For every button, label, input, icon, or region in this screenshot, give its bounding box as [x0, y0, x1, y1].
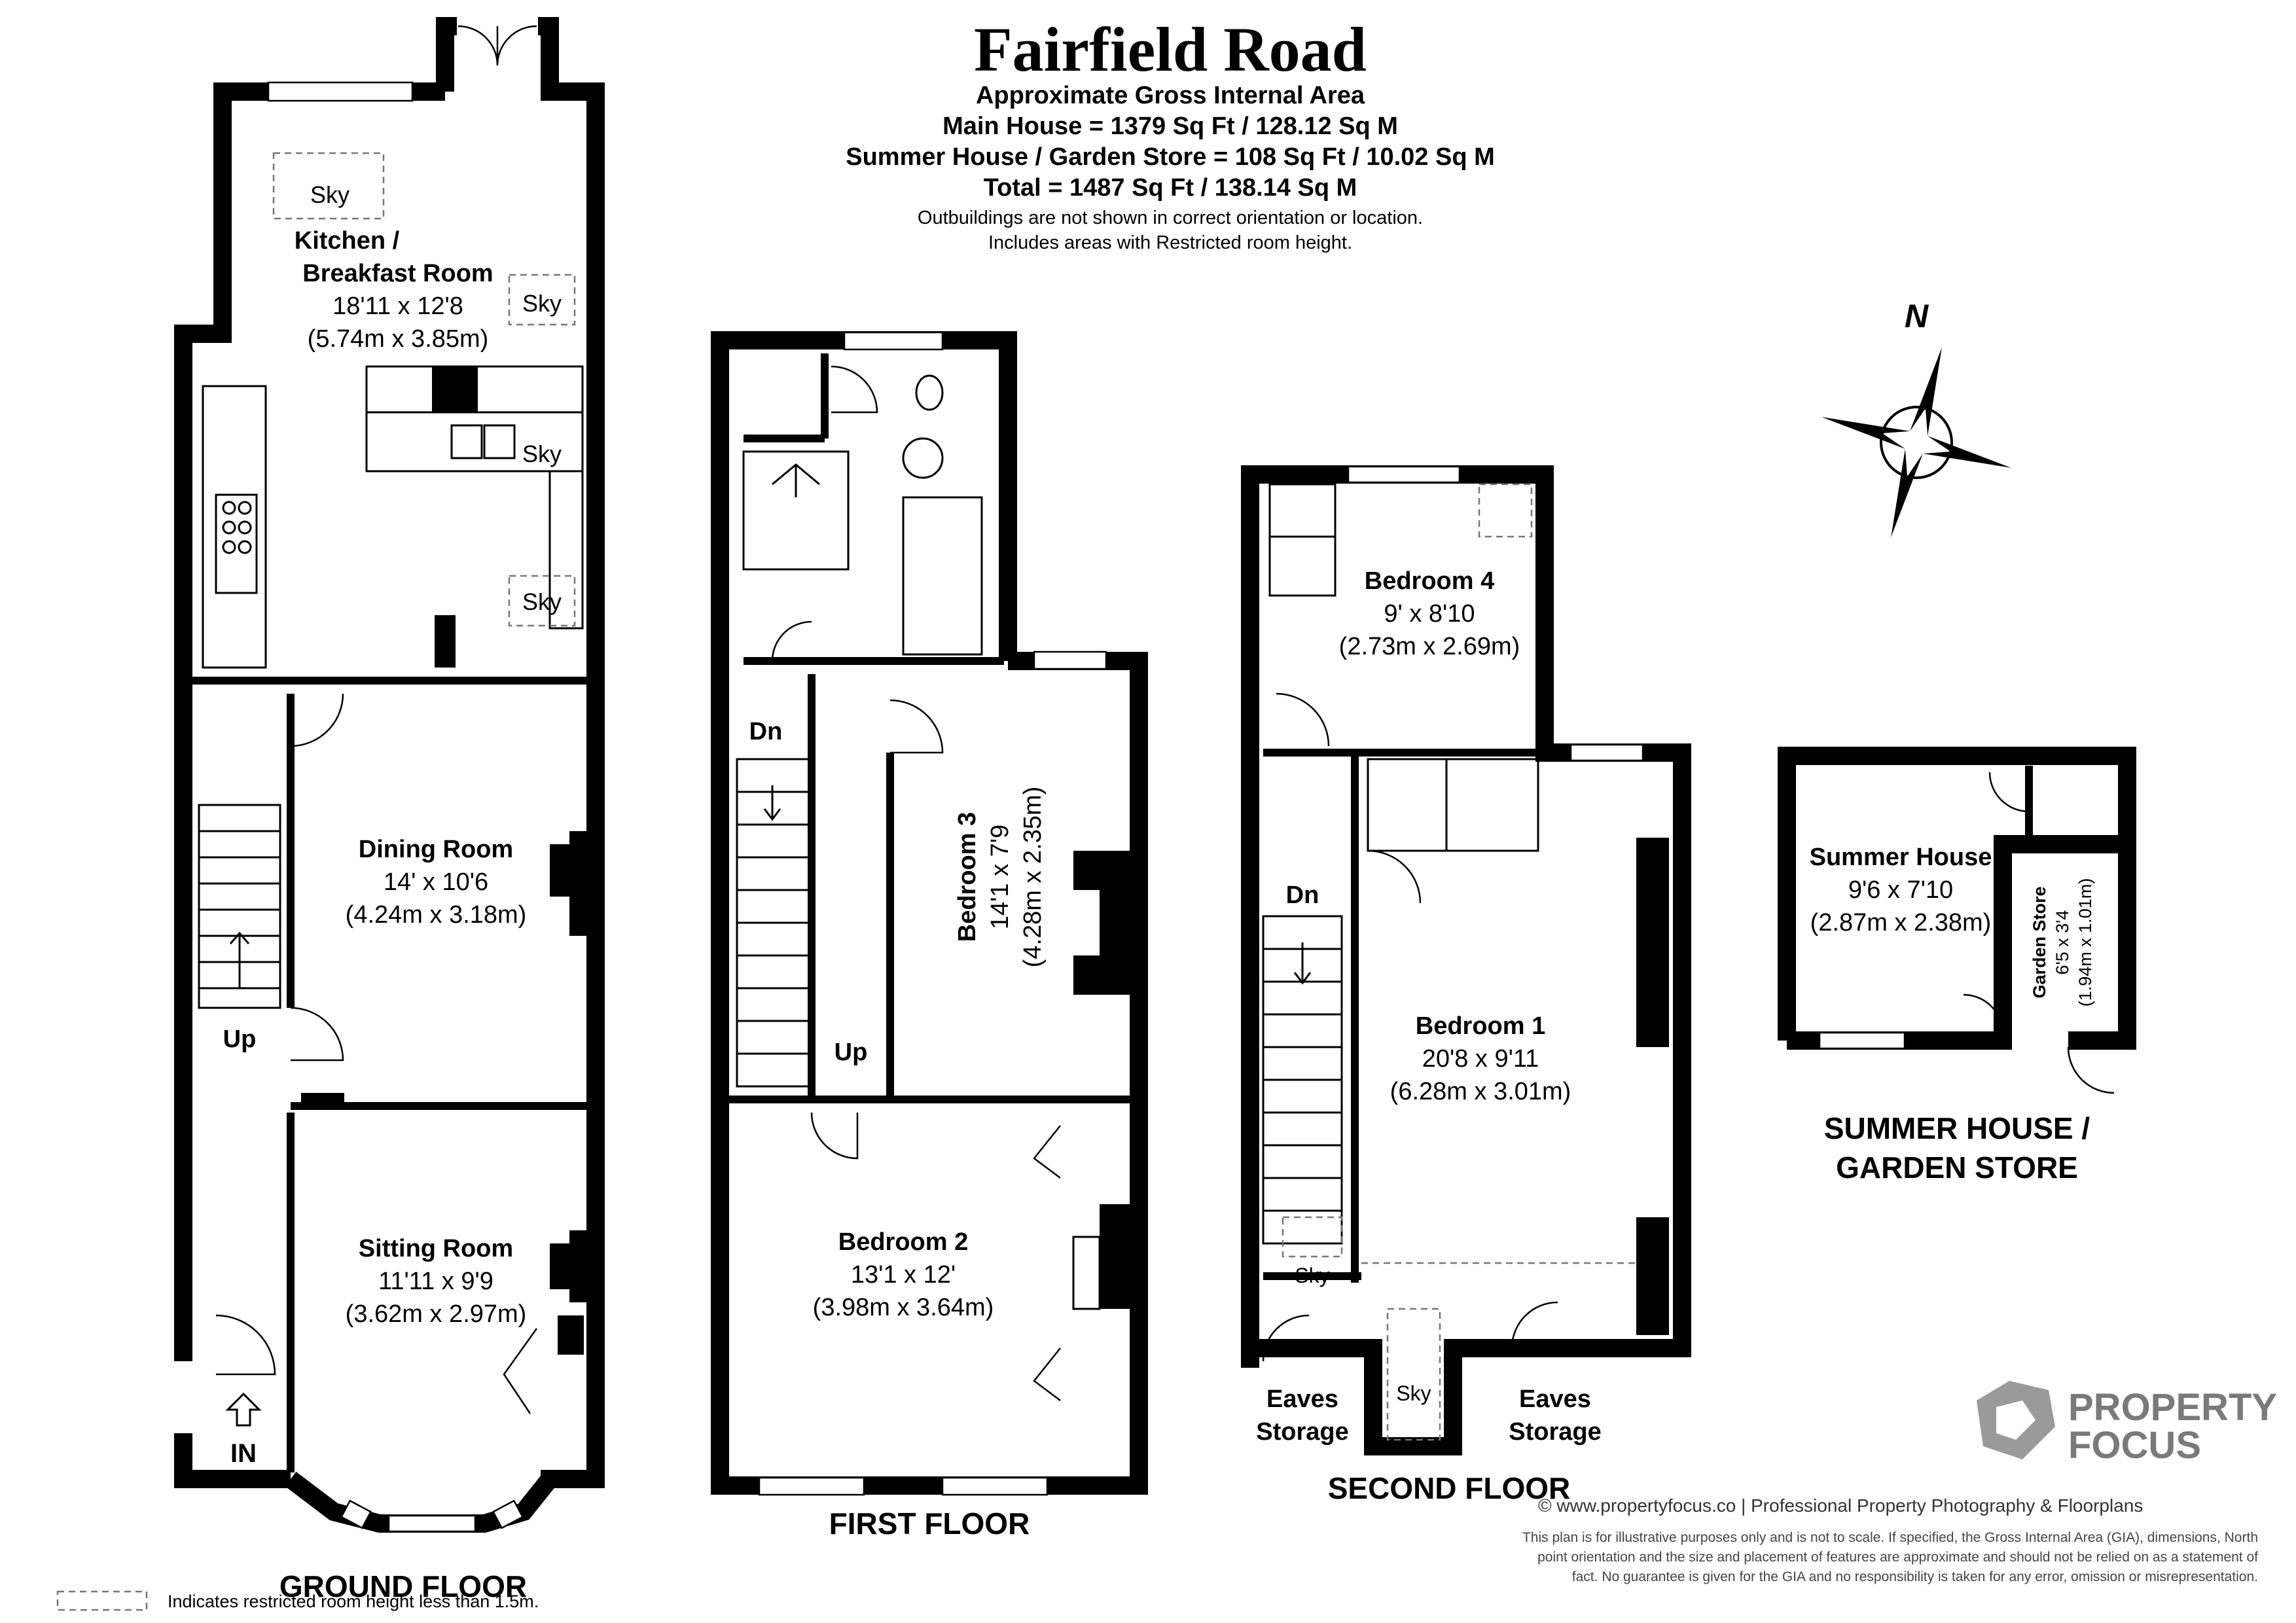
- first-floor-title: FIRST FLOOR: [829, 1507, 1030, 1541]
- eaves-storage-right-line2: Storage: [1509, 1418, 1601, 1446]
- legend: Indicates restricted room height less th…: [56, 1590, 539, 1611]
- sitting-room-metric: (3.62m x 2.97m): [346, 1300, 527, 1328]
- eaves-storage-right-line1: Eaves: [1519, 1385, 1591, 1413]
- ground-staircase: [198, 804, 281, 1009]
- hob-icon: [215, 493, 258, 594]
- second-skylight-label-2: Sky: [1396, 1382, 1431, 1405]
- bedroom3-name: Bedroom 3: [954, 812, 981, 942]
- page-title: Fairfield Road: [974, 14, 1367, 84]
- first-staircase: [736, 758, 810, 1088]
- kitchen-skylight-label-2: Sky: [522, 290, 562, 317]
- bedroom1-imperial: 20'8 x 9'11: [1422, 1045, 1539, 1073]
- bedroom2-imperial: 13'1 x 12': [851, 1261, 956, 1289]
- brand-name-line2: FOCUS: [2068, 1424, 2201, 1467]
- kitchen-skylight-label-1: Sky: [310, 181, 350, 208]
- bedroom3-imperial: 14'1 x 7'9: [986, 825, 1014, 929]
- sink-icon: [450, 424, 516, 459]
- garden-store-metric: (1.94m x 1.01m): [2075, 878, 2095, 1007]
- summer-house-plan: Summer House 9'6 x 7'10 (2.87m x 2.38m) …: [1778, 747, 2136, 1185]
- first-down-label: Dn: [749, 718, 783, 745]
- brand-name-line1: PROPERTY: [2068, 1386, 2277, 1429]
- dining-room-name: Dining Room: [359, 836, 513, 863]
- kitchen-skylight-label-3: Sky: [522, 440, 562, 467]
- bedroom3-metric: (4.28m x 2.35m): [1019, 787, 1047, 968]
- eaves-storage-left-line1: Eaves: [1266, 1385, 1338, 1413]
- eaves-storage-left-line2: Storage: [1256, 1418, 1348, 1446]
- dining-room-metric: (4.24m x 3.18m): [346, 901, 527, 929]
- disclaimer-line2: point orientation and the size and place…: [1537, 1550, 2258, 1565]
- disclaimer-line3: fact. No guarantee is given for the GIA …: [1572, 1569, 2258, 1584]
- summer-house-title-line2: GARDEN STORE: [1836, 1150, 2078, 1185]
- first-floor-plan: Dn Up Bedroom 3 14'1 x 7'9 (4.28m x 2.35…: [711, 331, 1148, 1541]
- second-floor-title: SECOND FLOOR: [1328, 1471, 1571, 1505]
- ground-up-label: Up: [223, 1026, 257, 1053]
- kitchen-metric: (5.74m x 3.85m): [308, 325, 489, 353]
- bedroom1-metric: (6.28m x 3.01m): [1390, 1078, 1571, 1105]
- header: Fairfield Road Approximate Gross Interna…: [846, 14, 1495, 253]
- bedroom1-name: Bedroom 1: [1416, 1012, 1545, 1040]
- sitting-room-imperial: 11'11 x 9'9: [378, 1268, 493, 1295]
- area-main-house: Main House = 1379 Sq Ft / 128.12 Sq M: [942, 113, 1398, 140]
- in-arrow-icon: [225, 1392, 262, 1427]
- first-up-label: Up: [834, 1039, 868, 1066]
- restricted-height-swatch: [56, 1590, 148, 1611]
- kitchen-name-line1: Kitchen /: [295, 227, 400, 255]
- area-summer-house: Summer House / Garden Store = 108 Sq Ft …: [846, 143, 1495, 171]
- summer-house-name: Summer House: [1810, 844, 1992, 871]
- second-down-label: Dn: [1286, 882, 1319, 909]
- garden-store-name: Garden Store: [2030, 886, 2049, 998]
- bedroom4-name: Bedroom 4: [1365, 567, 1494, 595]
- copyright-line: © www.propertyfocus.co | Professional Pr…: [1538, 1495, 2143, 1516]
- dining-room-imperial: 14' x 10'6: [384, 868, 488, 896]
- summer-house-imperial: 9'6 x 7'10: [1848, 876, 1953, 904]
- second-floor-plan: Bedroom 4 9' x 8'10 (2.73m x 2.69m) Bedr…: [1241, 465, 1691, 1505]
- sitting-room-name: Sitting Room: [359, 1235, 513, 1262]
- compass-north-label: N: [1905, 298, 1929, 334]
- outbuildings-note: Outbuildings are not shown in correct or…: [918, 207, 1423, 228]
- restricted-height-note: Includes areas with Restricted room heig…: [988, 232, 1352, 253]
- second-staircase: [1262, 915, 1343, 1245]
- bedroom2-name: Bedroom 2: [838, 1228, 968, 1256]
- second-skylight-label-1: Sky: [1295, 1264, 1329, 1287]
- bedroom4-metric: (2.73m x 2.69m): [1339, 633, 1520, 660]
- kitchen-skylight-label-4: Sky: [522, 588, 562, 615]
- brand-logo: PROPERTY FOCUS: [1977, 1381, 2277, 1467]
- area-total: Total = 1487 Sq Ft / 138.14 Sq M: [984, 174, 1357, 202]
- disclaimer-line1: This plan is for illustrative purposes o…: [1522, 1530, 2258, 1545]
- compass-icon: N: [1821, 298, 2011, 537]
- summer-house-title-line1: SUMMER HOUSE /: [1824, 1111, 2090, 1145]
- garden-store-imperial: 6'5 x 3'4: [2053, 910, 2072, 975]
- legend-text: Indicates restricted room height less th…: [168, 1592, 539, 1611]
- summer-house-metric: (2.87m x 2.38m): [1810, 909, 1992, 936]
- area-heading: Approximate Gross Internal Area: [976, 82, 1365, 109]
- ground-floor-plan: Sky Sky Sky Sky Kitchen / Breakfast Room…: [174, 17, 605, 1603]
- entrance-label: IN: [230, 1439, 257, 1468]
- kitchen-imperial: 18'11 x 12'8: [332, 293, 463, 320]
- bedroom2-metric: (3.98m x 3.64m): [813, 1294, 994, 1321]
- bedroom4-imperial: 9' x 8'10: [1384, 600, 1475, 628]
- kitchen-name-line2: Breakfast Room: [302, 260, 493, 287]
- ground-floor-title: GROUND FLOOR: [279, 1569, 527, 1603]
